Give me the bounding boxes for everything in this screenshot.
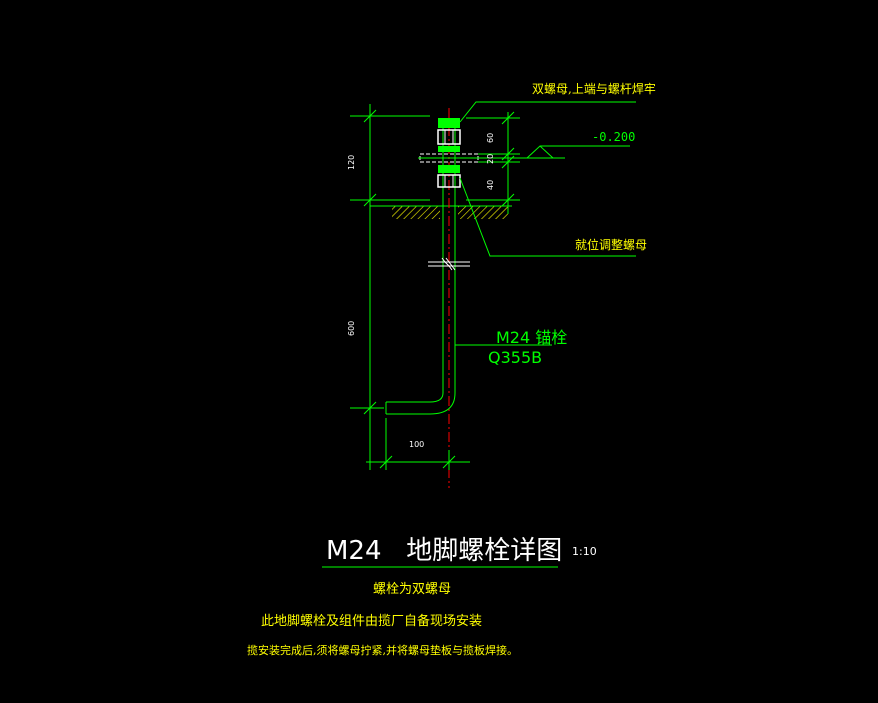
drawing-title: M24 地脚螺栓详图 <box>326 536 563 566</box>
leveling-nut-callout: 就位调整螺母 <box>575 238 648 252</box>
dim-60: 60 <box>486 132 495 143</box>
material-label: Q355B <box>488 348 543 367</box>
dim-120: 120 <box>347 154 356 170</box>
upper-double-nut <box>437 118 461 152</box>
bolt-spec-label: M24 锚栓 <box>496 328 568 347</box>
dim-100: 100 <box>409 440 425 449</box>
note-line-2: 此地脚螺栓及组件由揽厂自备现场安装 <box>261 614 483 629</box>
foundation-hatch-right <box>458 206 508 219</box>
leader-lines <box>455 101 636 346</box>
leveling-nut <box>437 165 461 188</box>
shank-break-symbol <box>428 257 470 271</box>
elevation-symbol <box>480 145 630 159</box>
bottom-dimension-line <box>366 418 470 470</box>
note-line-1: 螺栓为双螺母 <box>373 582 452 597</box>
bolt-shank <box>385 118 456 415</box>
drawing-scale: 1:10 <box>572 545 597 558</box>
double-nut-callout: 双螺母,上端与螺杆焊牢 <box>532 82 656 96</box>
dim-20: 20 <box>486 153 495 164</box>
dim-600: 600 <box>347 320 356 336</box>
elevation-label: -0.200 <box>592 130 636 144</box>
foundation-hatch-left <box>392 206 440 219</box>
dim-40: 40 <box>486 179 495 190</box>
left-dimension-line <box>350 104 430 470</box>
note-line-3: 揽安装完成后,须将螺母拧紧,并将螺母垫板与揽板焊接。 <box>247 644 518 657</box>
